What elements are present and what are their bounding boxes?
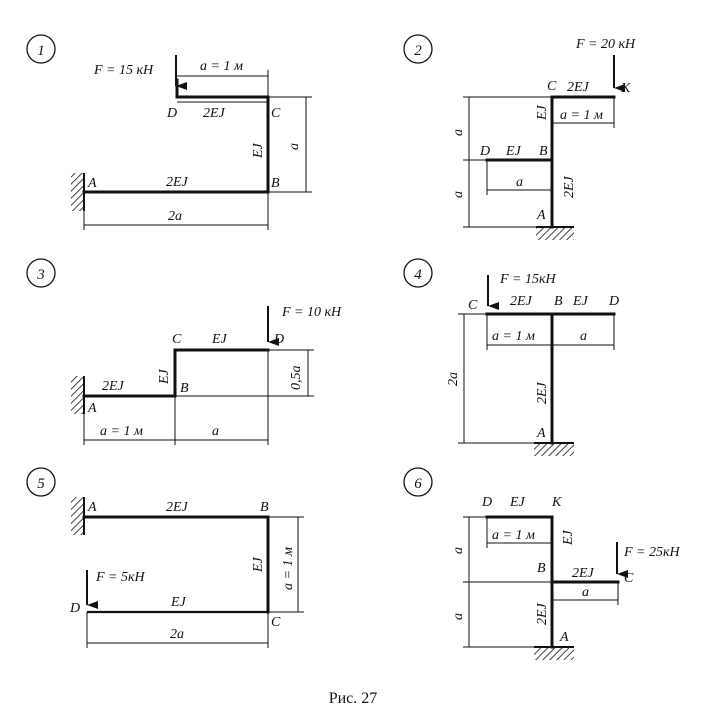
dimension-label: a [451, 613, 466, 620]
point-label-a: A [87, 401, 97, 416]
scheme-number: 1 [37, 43, 45, 59]
scheme-1: 1 F = 15 кН a = 1 м a 2a A B C D 2EJ EJ [26, 34, 312, 230]
scheme-5: 5 F = 5кН a = 1 м 2a A B D C 2EJ EJ EJ [26, 467, 304, 648]
dimension-label: 2a [446, 372, 461, 386]
scheme-number-circle [403, 258, 433, 288]
stiffness-label: EJ [211, 332, 228, 347]
dimension-label: 0,5a [289, 366, 304, 391]
dimension-label: a [451, 129, 466, 136]
dimension-label: a [451, 191, 466, 198]
point-label-b: B [260, 500, 269, 515]
dimension-label: a = 1 м [200, 59, 243, 74]
point-label-c: C [271, 615, 281, 630]
dimension-label: a = 1 м [492, 329, 535, 344]
fixed-support-hatch [534, 647, 574, 660]
point-label-a: A [536, 208, 546, 223]
scheme-number: 6 [414, 476, 422, 492]
scheme-6: 6 F = 25кН a = 1 м a a a D K B C A EJ EJ… [403, 467, 681, 660]
dimension-label: 2a [168, 209, 182, 224]
stiffness-label: 2EJ [567, 80, 590, 95]
point-label-b: B [554, 294, 563, 309]
dimension-label: a = 1 м [560, 108, 603, 123]
stiffness-label: 2EJ [102, 379, 125, 394]
point-label-a: A [559, 630, 569, 645]
stiffness-label: EJ [170, 595, 187, 610]
stiffness-label: EJ [572, 294, 589, 309]
dimension-label: a [580, 329, 587, 344]
force-label: F = 5кН [95, 570, 146, 585]
scheme-number: 3 [36, 267, 45, 283]
point-label-k: K [551, 495, 562, 510]
point-label-c: C [547, 79, 557, 94]
point-label-b: B [539, 144, 548, 159]
dimension-label: a = 1 м [100, 424, 143, 439]
scheme-number: 4 [414, 267, 422, 283]
stiffness-label: EJ [157, 368, 172, 385]
stiffness-label: 2EJ [166, 500, 189, 515]
force-label: F = 20 кН [575, 37, 636, 52]
frame-members [82, 348, 270, 398]
dimension-label: a [582, 585, 589, 600]
point-label-a: A [536, 426, 546, 441]
point-label-b: B [537, 561, 546, 576]
dimension-label: a [516, 175, 523, 190]
stiffness-label: 2EJ [572, 566, 595, 581]
point-label-d: D [69, 601, 80, 616]
point-label-c: C [624, 571, 634, 586]
fixed-support-hatch [71, 173, 84, 211]
scheme-number-circle [26, 34, 56, 64]
figure-caption: Рис. 27 [329, 690, 378, 707]
stiffness-label: 2EJ [562, 175, 577, 198]
point-label-b: B [271, 176, 280, 191]
stiffness-label: 2EJ [166, 175, 189, 190]
point-label-c: C [468, 298, 478, 313]
scheme-number-circle [26, 467, 56, 497]
stiffness-label: EJ [561, 529, 576, 546]
point-label-d: D [608, 294, 619, 309]
point-label-c: C [271, 106, 281, 121]
dimension-label: a [451, 547, 466, 554]
stiffness-label: EJ [535, 104, 550, 121]
fixed-support-hatch [536, 227, 574, 240]
point-label-a: A [87, 500, 97, 515]
point-label-d: D [273, 332, 284, 347]
point-label-c: C [172, 332, 182, 347]
point-label-d: D [479, 144, 490, 159]
stiffness-label: 2EJ [203, 106, 226, 121]
dimension-label: a [212, 424, 219, 439]
stiffness-label: 2EJ [535, 602, 550, 625]
force-label: F = 25кН [623, 545, 681, 560]
scheme-3: 3 F = 10 кН 0,5a a = 1 м a A B C D 2EJ E… [26, 258, 342, 445]
force-label: F = 15 кН [93, 63, 154, 78]
scheme-number: 2 [414, 43, 422, 59]
fixed-support-hatch [534, 443, 574, 456]
scheme-number-circle [26, 258, 56, 288]
scheme-4: 4 F = 15кН a = 1 м a 2a C B D A 2EJ EJ 2… [403, 258, 619, 456]
frame-members [485, 515, 554, 649]
dimension-label: a = 1 м [492, 528, 535, 543]
fixed-support-hatch [71, 497, 84, 535]
stiffness-label: EJ [505, 144, 522, 159]
stiffness-label: EJ [251, 556, 266, 573]
force-label: F = 10 кН [281, 305, 342, 320]
stiffness-label: EJ [509, 495, 526, 510]
scheme-2: 2 F = 20 кН a = 1 м a a a C K B D A 2EJ [403, 34, 636, 240]
fixed-support-hatch [71, 376, 84, 414]
dimension-label: a [287, 143, 302, 150]
stiffness-label: 2EJ [510, 294, 533, 309]
stiffness-label: 2EJ [535, 381, 550, 404]
dimension-label: 2a [170, 627, 184, 642]
point-label-a: A [87, 176, 97, 191]
scheme-number: 5 [37, 476, 45, 492]
point-label-b: B [180, 381, 189, 396]
stiffness-label: EJ [251, 142, 266, 159]
scheme-number-circle [403, 467, 433, 497]
point-label-k: K [620, 81, 631, 96]
dimension-label: a = 1 м [281, 547, 296, 590]
point-label-d: D [481, 495, 492, 510]
point-label-d: D [166, 106, 177, 121]
scheme-number-circle [403, 34, 433, 64]
force-label: F = 15кН [499, 272, 557, 287]
